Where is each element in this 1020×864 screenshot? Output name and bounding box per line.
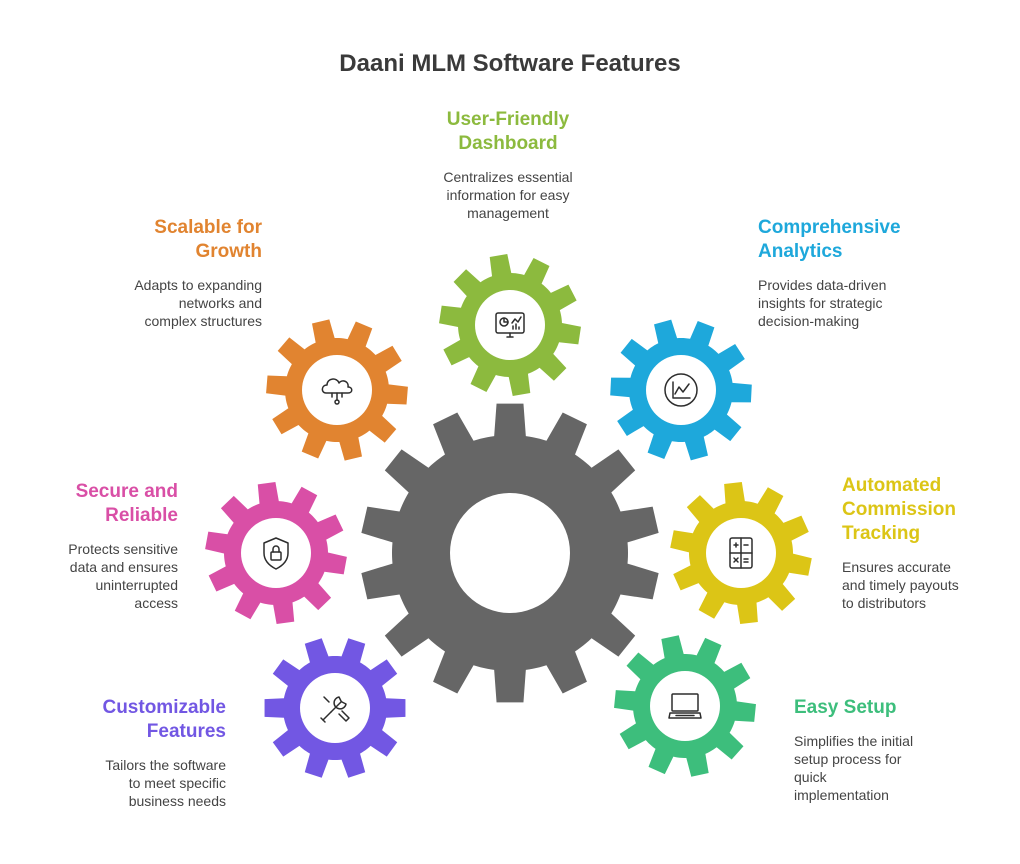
feature-dashboard-desc-line: management <box>467 205 549 221</box>
calculator-icon <box>729 537 753 569</box>
feature-commission-desc-line: to distributors <box>842 595 927 611</box>
center-gear-hole <box>450 493 570 613</box>
feature-analytics-desc: Provides data-driven insights for strateg… <box>758 276 998 330</box>
feature-secure-title-line: Reliable <box>105 505 178 526</box>
feature-analytics-desc-line: insights for strategic <box>758 295 883 311</box>
center-gear <box>361 403 659 703</box>
dashboard-monitor-icon <box>495 312 525 338</box>
feature-dashboard-desc: Centralizes essential information for eas… <box>400 168 616 222</box>
feature-commission-title-line: Commission <box>842 499 957 520</box>
gear-analytics <box>610 319 752 461</box>
feature-scalable-desc: Adapts to expanding networks and complex s… <box>62 276 262 330</box>
gear-secure-hub <box>241 518 311 588</box>
gear-dashboard <box>439 254 581 396</box>
feature-scalable-desc-line: Adapts to expanding <box>134 277 262 293</box>
feature-secure-desc-line: uninterrupted <box>95 577 178 593</box>
diagram-title: Daani MLM Software Features <box>339 50 681 77</box>
feature-commission-desc-line: Ensures accurate <box>842 559 951 575</box>
feature-custom-title-line: Features <box>146 721 226 742</box>
tools-icon <box>320 696 350 723</box>
gear-scalable-hub <box>302 355 372 425</box>
feature-setup: Easy Setup Simplifies the initial setup p… <box>794 696 1004 804</box>
feature-custom-desc-line: business needs <box>128 793 226 809</box>
feature-commission-title-line: Automated <box>842 475 942 496</box>
feature-scalable-desc-line: complex structures <box>144 313 262 329</box>
cloud-network-icon <box>321 378 353 405</box>
feature-dashboard-desc-line: Centralizes essential <box>443 169 573 185</box>
feature-scalable-desc-line: networks and <box>178 295 262 311</box>
feature-secure-desc-line: access <box>134 595 178 611</box>
feature-secure-desc-line: data and ensures <box>69 559 178 575</box>
feature-dashboard-desc-line: information for easy <box>446 187 570 203</box>
feature-secure-desc-line: Protects sensitive <box>68 541 178 557</box>
gear-secure <box>205 482 347 624</box>
feature-analytics-title-line: Analytics <box>758 241 843 262</box>
feature-custom-title-line: Customizable <box>102 697 226 718</box>
feature-secure-title-line: Secure and <box>75 481 178 502</box>
feature-setup-desc-line: implementation <box>794 787 889 803</box>
feature-commission-desc: Ensures accurate and timely payouts to dis… <box>842 558 1012 612</box>
gear-custom <box>264 638 406 778</box>
gear-dashboard-hub <box>475 290 545 360</box>
feature-setup-desc-line: setup process for <box>794 751 902 767</box>
feature-setup-title-line: Easy Setup <box>794 697 897 718</box>
feature-custom-desc: Tailors the software to meet specific busi… <box>46 756 226 810</box>
feature-setup-title: Easy Setup <box>794 696 1004 720</box>
feature-dashboard-title-line: Dashboard <box>458 133 558 154</box>
feature-analytics-desc-line: decision-making <box>758 313 860 329</box>
feature-commission-title-line: Tracking <box>842 523 921 544</box>
line-chart-icon <box>664 373 698 407</box>
feature-analytics-desc-line: Provides data-driven <box>758 277 887 293</box>
gear-scalable <box>266 319 408 461</box>
feature-secure-desc: Protects sensitive data and ensures uninte… <box>8 540 178 612</box>
laptop-icon <box>668 693 702 719</box>
feature-custom-desc-line: to meet specific <box>128 775 226 791</box>
gear-commission <box>670 482 812 624</box>
shield-lock-icon <box>263 537 289 570</box>
feature-gears <box>205 254 812 778</box>
feature-scalable-title-line: Scalable for <box>154 217 262 238</box>
feature-setup-desc-line: quick <box>794 769 827 785</box>
feature-setup-desc-line: Simplifies the initial <box>794 733 914 749</box>
feature-analytics-title-line: Comprehensive <box>758 217 901 238</box>
gear-setup-hub <box>650 671 720 741</box>
feature-custom-desc-line: Tailors the software <box>105 757 226 773</box>
feature-commission-desc-line: and timely payouts <box>842 577 959 593</box>
gear-setup <box>614 635 756 777</box>
feature-dashboard-title-line: User-Friendly <box>446 109 570 130</box>
feature-setup-desc: Simplifies the initial setup process for q… <box>794 732 1004 804</box>
feature-scalable-title-line: Growth <box>195 241 263 262</box>
